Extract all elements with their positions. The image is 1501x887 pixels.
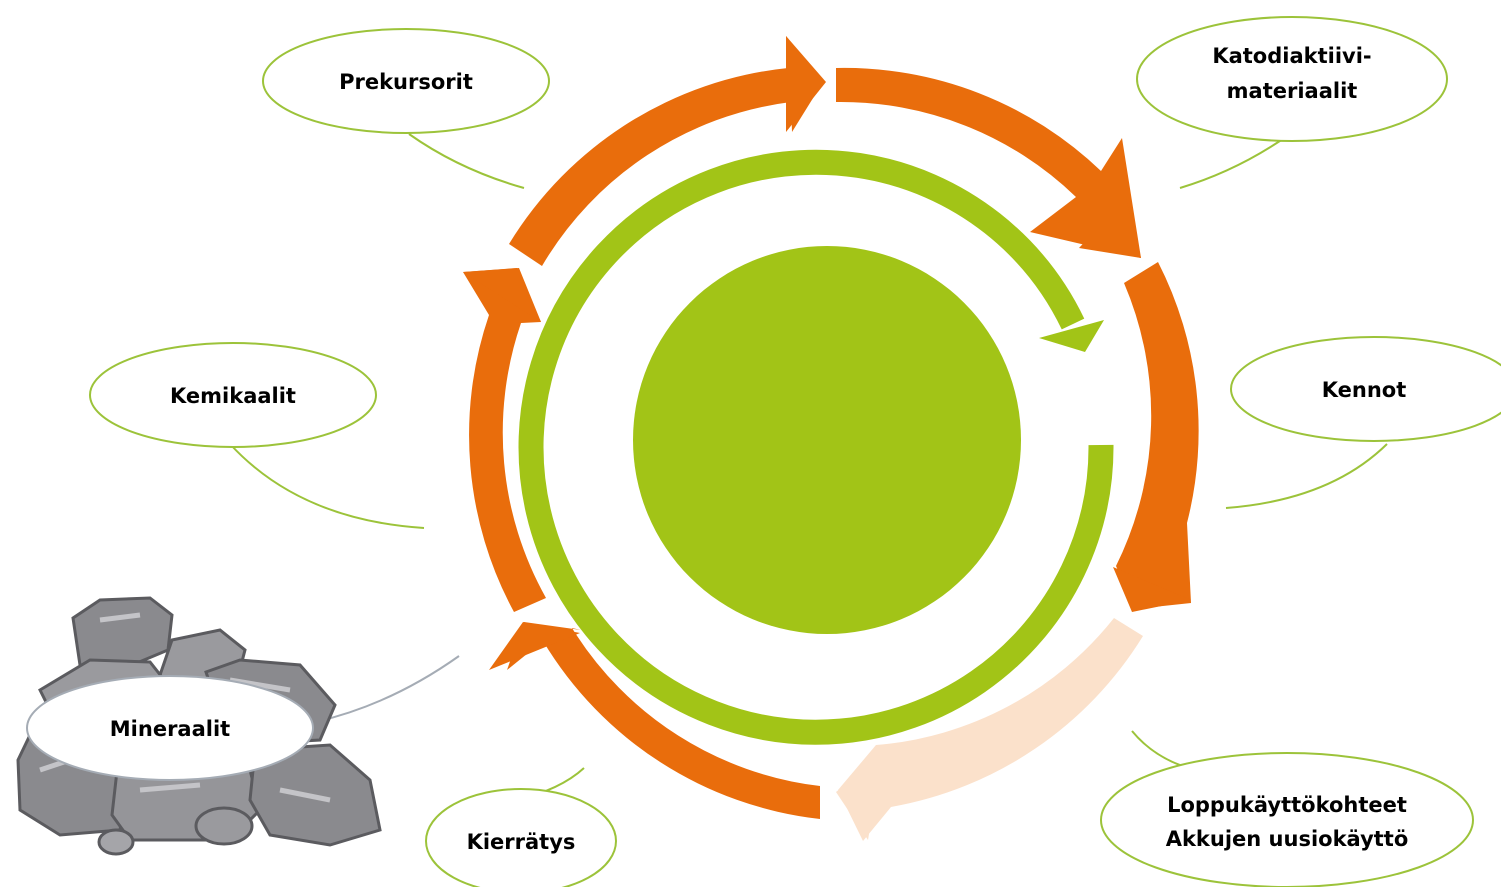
inner-cycle-ring	[518, 149, 1114, 745]
node-ellipse	[1136, 16, 1448, 142]
pebble	[97, 828, 135, 856]
arrow-segment-bottom-left	[507, 622, 820, 819]
node-ellipse	[1100, 752, 1474, 887]
node-ellipse	[425, 788, 617, 887]
node-label: Kemikaalit	[170, 384, 296, 408]
arrowhead-top	[786, 36, 826, 132]
arrowhead-left	[463, 268, 541, 322]
arrow-segment-left	[463, 268, 546, 612]
arrowhead-upper-right	[1079, 198, 1141, 258]
node-ellipse	[89, 342, 377, 448]
pebble	[194, 806, 254, 846]
connector-kennot	[1225, 443, 1388, 509]
node-kemikaalit: Kemikaalit	[89, 342, 377, 448]
connector-mineraalit	[314, 655, 460, 723]
center-circle	[633, 246, 1021, 634]
connector-prekursorit	[408, 133, 525, 189]
node-label: Mineraalit	[110, 717, 230, 741]
node-ellipse	[262, 28, 550, 134]
node-loppukayttokohteet: Loppukäyttökohteet Akkujen uusiokäyttö	[1100, 752, 1474, 887]
arrow-segment-right	[1116, 262, 1199, 609]
node-kennot: Kennot	[1230, 336, 1501, 442]
node-label: materiaalit	[1227, 79, 1358, 103]
arrowhead-right	[1113, 567, 1191, 612]
node-prekursorit: Prekursorit	[262, 28, 550, 134]
arrowhead-bottom	[836, 756, 882, 840]
node-katodiaktiivimateriaalit: Katodiaktiivi- materiaalit	[1136, 16, 1448, 142]
rock-highlight	[39, 612, 331, 803]
inner-ring-arc	[518, 149, 1114, 745]
node-label: Akkujen uusiokäyttö	[1166, 827, 1409, 851]
rock	[71, 596, 174, 672]
node-label: Kierrätys	[467, 830, 576, 854]
node-kierratys: Kierrätys	[425, 788, 617, 887]
arrow-segment-top-left	[509, 36, 823, 266]
node-ellipse	[26, 675, 314, 781]
node-label: Katodiaktiivi-	[1212, 44, 1371, 68]
outer-cycle-arrows	[463, 36, 1199, 841]
arrowhead-lower-left	[489, 622, 580, 670]
node-mineraalit: Mineraalit	[26, 675, 314, 781]
connector-kemikaalit	[229, 443, 425, 529]
arrow-segment-bottom-right-pale	[838, 618, 1143, 841]
node-label: Loppukäyttökohteet	[1167, 793, 1407, 817]
outer-arrow-heads	[463, 36, 1191, 840]
inner-ring-arrowhead	[1039, 320, 1104, 352]
node-label: Kennot	[1322, 378, 1407, 402]
node-ellipse	[1230, 336, 1501, 442]
arrow-segment-top-right	[836, 67, 1141, 258]
node-label: Prekursorit	[339, 70, 473, 94]
